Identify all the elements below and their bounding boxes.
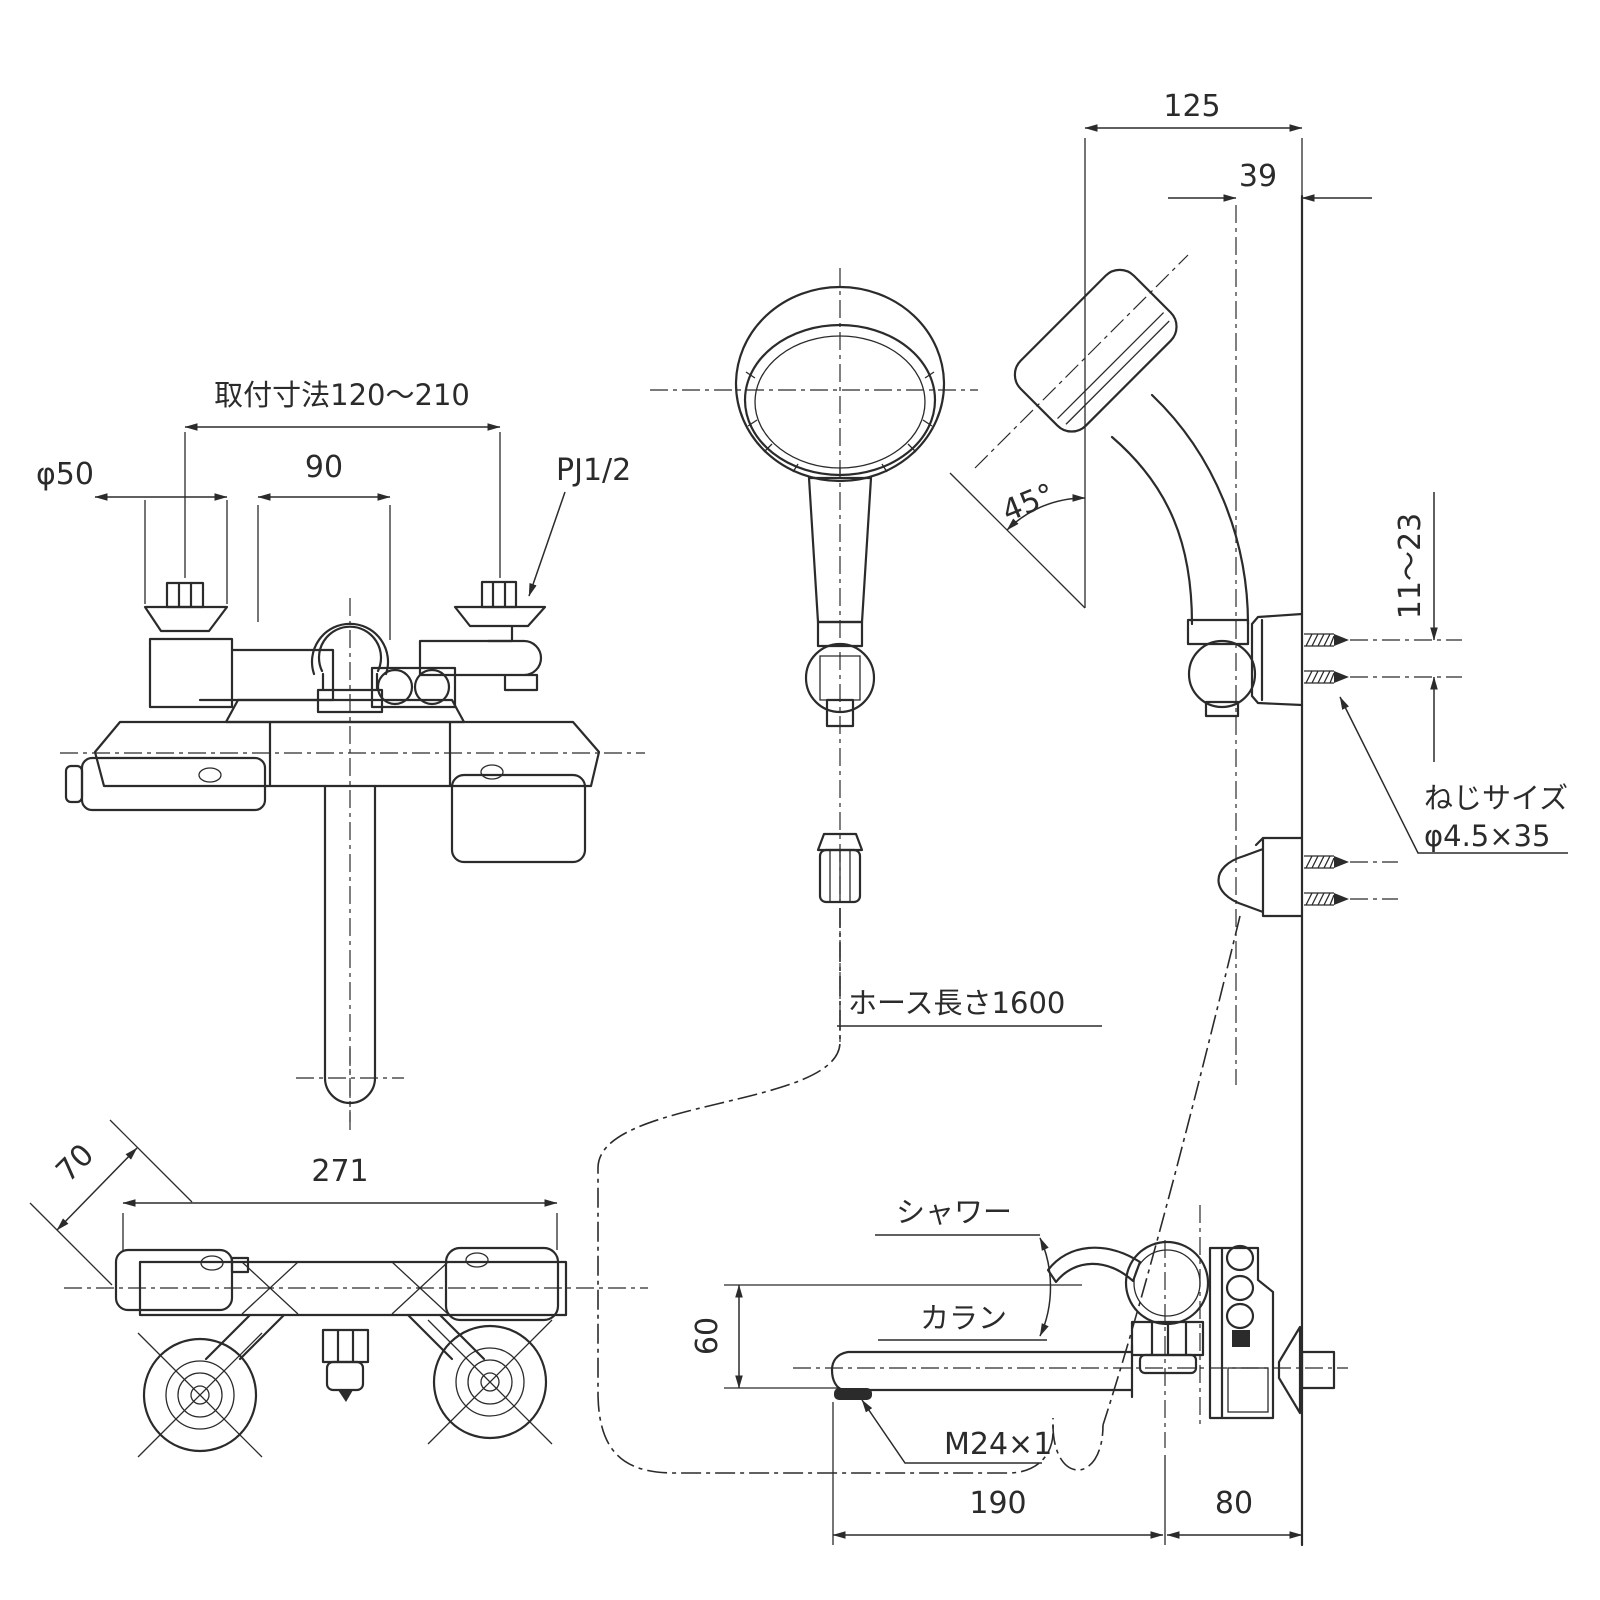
hose-connection-loop (310, 622, 390, 714)
lever-swing-arc (1039, 1237, 1052, 1337)
angle45-label: 45° (997, 477, 1059, 529)
phi50-label: φ50 (36, 457, 94, 492)
ball-joint (804, 642, 876, 714)
check-valve-right (413, 668, 451, 706)
dim-11-23: 11〜23 (1393, 492, 1438, 762)
temperature-handle-grip (64, 764, 84, 804)
side-view-mixer: シャワー カラン 60 M24×1 190 80 (690, 1195, 1348, 1545)
dim-190-80: 190 80 (832, 1402, 1303, 1545)
right-leg-top (406, 1313, 486, 1361)
dim90-label: 90 (305, 450, 343, 485)
shower-hose (597, 908, 1054, 1474)
upper-bracket (1250, 612, 1304, 707)
dim271-label: 271 (311, 1154, 368, 1189)
callout-hose-length: ホース長さ1600 (837, 986, 1102, 1027)
dim-phi50: φ50 (36, 457, 227, 497)
shower-head-outer (734, 285, 946, 483)
dim-60: 60 (690, 1284, 1082, 1389)
hook-screw-2 (1303, 892, 1350, 906)
shower-head-ring-ticks (745, 371, 935, 475)
shower-hose-loop (1052, 1424, 1104, 1471)
shower-handle-side (1110, 393, 1250, 626)
centerline-body-front (60, 598, 645, 1122)
pj12-label: PJ1/2 (556, 453, 631, 488)
temperature-handle (80, 756, 267, 812)
callout-m24: M24×1 (861, 1399, 1052, 1464)
left-leg-assembly (143, 581, 335, 709)
dim70-label: 70 (49, 1137, 101, 1189)
front-view-mixer: 取付寸法120〜210 φ50 90 PJ1/2 (36, 378, 645, 1122)
dim-90: 90 (257, 450, 391, 501)
head-axis-centerline (974, 254, 1189, 469)
bracket-screw-1 (1303, 633, 1350, 647)
aerator (834, 1388, 872, 1400)
screw-dot-left (198, 767, 222, 783)
hand-shower-front-view: ホース長さ1600 (597, 268, 1104, 1474)
mixer-body-front (93, 720, 601, 788)
spout-side (830, 1343, 1134, 1399)
diverter-valve (1124, 1240, 1210, 1326)
hose-fitting (816, 832, 864, 904)
hook-screw-1 (1303, 855, 1350, 869)
check-valve-side (1130, 1320, 1205, 1375)
bracket-screw-2 (1303, 670, 1350, 684)
hose-length-label: ホース長さ1600 (848, 986, 1065, 1020)
right-wall-flange (427, 1319, 553, 1445)
ferrule-side (1186, 618, 1250, 646)
dim11-23-label: 11〜23 (1393, 513, 1428, 619)
temperature-handle-top (114, 1248, 234, 1312)
wall-pipe-stub (1300, 1350, 1336, 1390)
handle-ferrule (816, 620, 864, 648)
wall-bracket-side (1208, 1244, 1336, 1420)
dim-39: 39 (1168, 159, 1372, 202)
eccentric-flange (1277, 1325, 1302, 1415)
hanging-hose-centerline (1102, 915, 1241, 1426)
screw-dot-right (480, 764, 504, 780)
dim-125: 125 (1084, 89, 1303, 132)
callout-screw-size: ねじサイズ φ4.5×35 (1339, 696, 1568, 854)
dim60-label: 60 (690, 1317, 725, 1355)
spout-front (323, 784, 377, 1105)
left-leg-top (204, 1313, 286, 1361)
screw-size-line1: ねじサイズ (1424, 781, 1568, 815)
dim-angle-45: 45° (949, 472, 1086, 609)
dim-271: 271 (122, 1154, 558, 1252)
dim80-label: 80 (1215, 1486, 1253, 1521)
dim190-label: 190 (969, 1486, 1026, 1521)
dim39-label: 39 (1239, 159, 1277, 194)
m24-label: M24×1 (944, 1427, 1052, 1462)
lower-bracket (1217, 836, 1398, 918)
top-view-centerlines (64, 1048, 648, 1289)
shower-label: シャワー (896, 1195, 1012, 1229)
flow-handle-top (444, 1246, 560, 1322)
top-view-mixer: 70 271 (29, 1048, 648, 1458)
shower-bracket-side-view: 125 39 11〜23 45° (949, 89, 1568, 1547)
callout-pj12: PJ1/2 (528, 453, 631, 597)
mounting-pitch-label: 取付寸法120〜210 (214, 378, 470, 412)
flow-handle (450, 773, 587, 864)
dim125-label: 125 (1163, 89, 1220, 124)
left-wall-flange (137, 1332, 263, 1458)
callout-karan: カラン (878, 1301, 1047, 1341)
hose-outlet-top (321, 1328, 370, 1402)
screw-size-line2: φ4.5×35 (1424, 819, 1550, 853)
valve-position-crosses (241, 1261, 449, 1315)
mixer-body-top (138, 1260, 568, 1317)
hose-nut (825, 698, 855, 728)
shower-head-side (1013, 268, 1178, 433)
diverter-lever (1046, 1246, 1142, 1284)
dim-mounting-pitch: 取付寸法120〜210 (184, 378, 501, 431)
right-leg-assembly (370, 580, 547, 709)
karan-label: カラン (920, 1301, 1007, 1335)
ball-joint-side (1187, 639, 1257, 709)
callout-shower: シャワー (875, 1195, 1040, 1236)
